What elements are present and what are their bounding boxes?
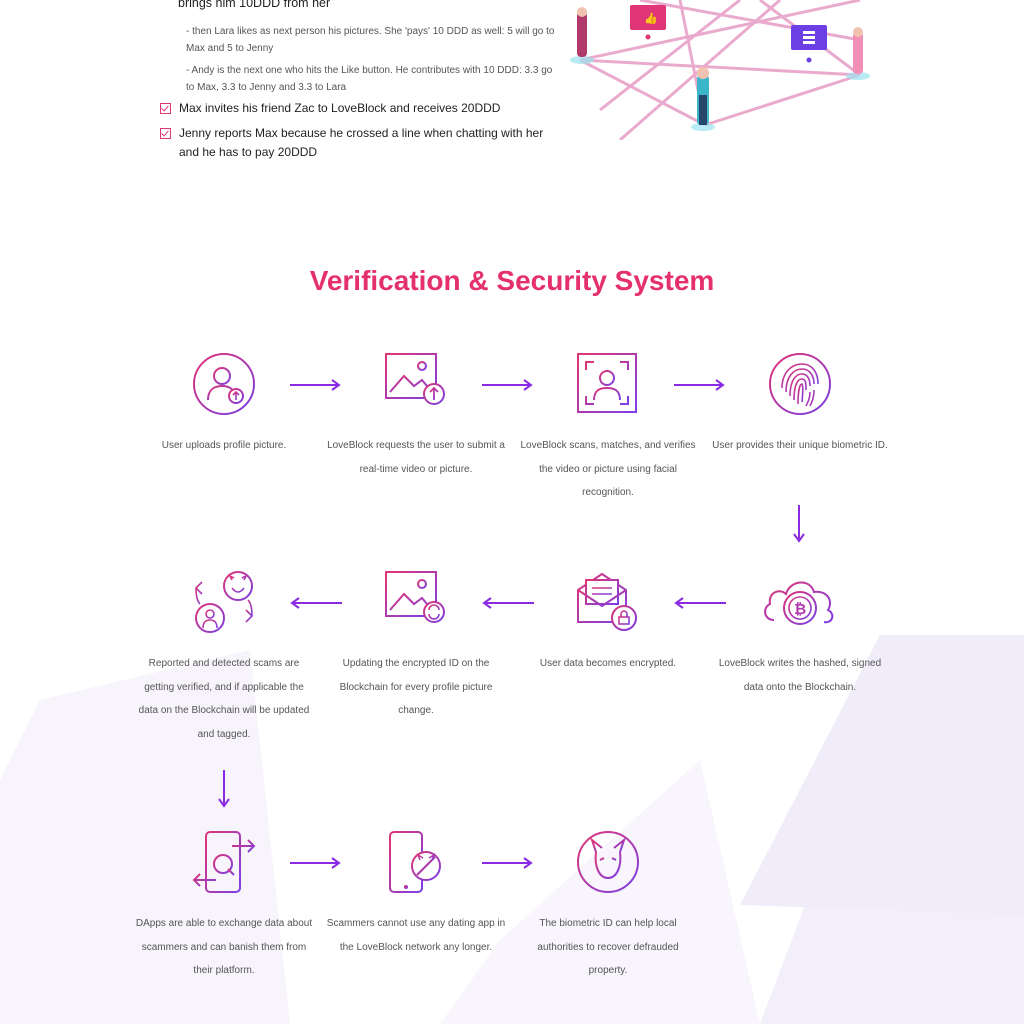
right-arrow-icon xyxy=(482,379,533,391)
step-11-text: The biometric ID can help local authorit… xyxy=(537,918,679,976)
left-arrow-icon xyxy=(290,597,342,609)
right-arrow-icon xyxy=(290,379,341,391)
image-upload-icon xyxy=(385,353,445,405)
checkbox-icon xyxy=(160,103,171,114)
fingerprint-icon xyxy=(769,353,831,415)
right-arrow-icon xyxy=(482,857,533,869)
right-arrow-icon xyxy=(674,379,725,391)
check-item-1: Max invites his friend Zac to LoveBlock … xyxy=(160,99,555,118)
step-8-text: Reported and detected scams are getting … xyxy=(138,658,310,740)
step-5-text: LoveBlock writes the hashed, signed data… xyxy=(718,658,882,693)
svg-text:₿: ₿ xyxy=(794,600,806,618)
phone-exchange-icon xyxy=(192,831,256,893)
image-refresh-icon xyxy=(385,571,445,623)
intro-sub-2: - Andy is the next one who hits the Like… xyxy=(186,65,553,93)
section-title: Verification & Security System xyxy=(309,265,715,296)
scam-verify-icon xyxy=(194,571,254,633)
step-6-text: User data becomes encrypted. xyxy=(539,658,677,669)
face-scan-icon xyxy=(577,353,637,413)
user-upload-icon xyxy=(193,353,255,415)
bitcoin-cloud-icon: ₿ xyxy=(764,581,834,625)
encrypted-mail-icon xyxy=(577,572,637,631)
phone-ban-icon xyxy=(389,831,441,893)
svg-text:👍: 👍 xyxy=(644,12,658,25)
check-item-2: Jenny reports Max because he crossed a l… xyxy=(160,124,555,162)
step-2-text: LoveBlock requests the user to submit a … xyxy=(327,440,505,475)
devil-scan-icon xyxy=(576,831,652,893)
checkbox-icon xyxy=(160,128,171,139)
check-item-text: Max invites his friend Zac to LoveBlock … xyxy=(179,101,501,115)
step-3-text: LoveBlock scans, matches, and verifies t… xyxy=(520,440,696,498)
left-arrow-icon xyxy=(674,597,726,609)
step-7-text: Updating the encrypted ID on the Blockch… xyxy=(339,658,493,716)
check-item-text: Jenny reports Max because he crossed a l… xyxy=(179,126,544,159)
step-9-text: DApps are able to exchange data about sc… xyxy=(135,918,313,976)
step-1-text: User uploads profile picture. xyxy=(161,440,287,451)
down-arrow-icon xyxy=(218,770,230,808)
step-4-text: User provides their unique biometric ID. xyxy=(712,440,888,451)
intro-sub-1: - then Lara likes as next person his pic… xyxy=(186,26,555,54)
down-arrow-icon xyxy=(793,505,805,543)
step-10-text: Scammers cannot use any dating app in th… xyxy=(326,918,506,953)
people-network-illustration: 👍 xyxy=(570,0,870,140)
right-arrow-icon xyxy=(290,857,341,869)
intro-line: brings him 10DDD from her xyxy=(178,0,331,10)
left-arrow-icon xyxy=(482,597,534,609)
